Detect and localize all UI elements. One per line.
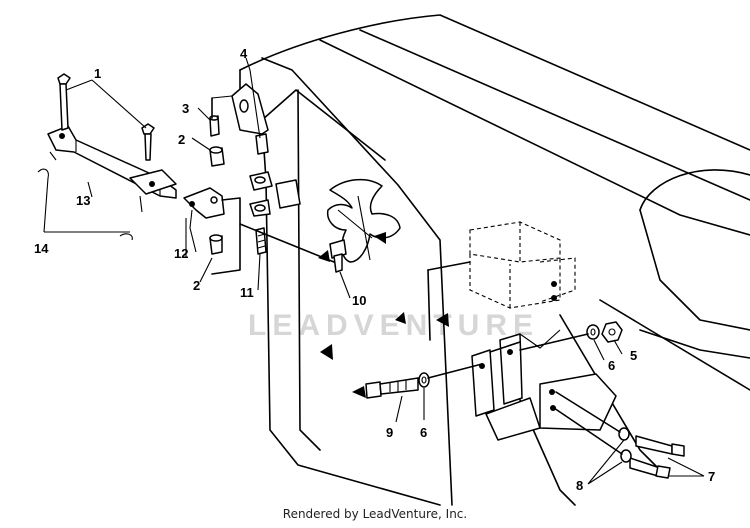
tab-plate-4 [211, 83, 347, 273]
lower-bracket [471, 281, 617, 441]
callout-6-right: 6 [608, 358, 615, 373]
callout-9: 9 [386, 425, 393, 440]
callout-12: 12 [174, 246, 188, 261]
callout-11: 11 [240, 285, 254, 300]
callout-10: 10 [352, 293, 366, 308]
footer-credit: Rendered by LeadVenture, Inc. [282, 507, 468, 521]
callout-7: 7 [708, 469, 715, 484]
callout-2-lower: 2 [193, 278, 200, 293]
pivot-bracket-12 [183, 115, 241, 275]
callout-14: 14 [34, 241, 49, 256]
callout-4: 4 [240, 46, 248, 61]
leader-lines [43, 57, 705, 485]
callout-13: 13 [76, 193, 90, 208]
callout-8: 8 [576, 478, 583, 493]
callout-2-upper: 2 [178, 132, 185, 147]
callout-1: 1 [94, 66, 101, 81]
callout-labels: 1 3 2 4 13 12 14 2 11 10 5 6 9 6 8 7 [34, 46, 715, 493]
linkage-bar-13 [37, 73, 177, 241]
callout-3: 3 [182, 101, 189, 116]
hardware [365, 321, 685, 479]
callout-6-left: 6 [420, 425, 427, 440]
watermark-text: LEADVENTURE [248, 309, 539, 342]
mount-block-dashed [427, 221, 576, 341]
callout-5: 5 [630, 348, 637, 363]
